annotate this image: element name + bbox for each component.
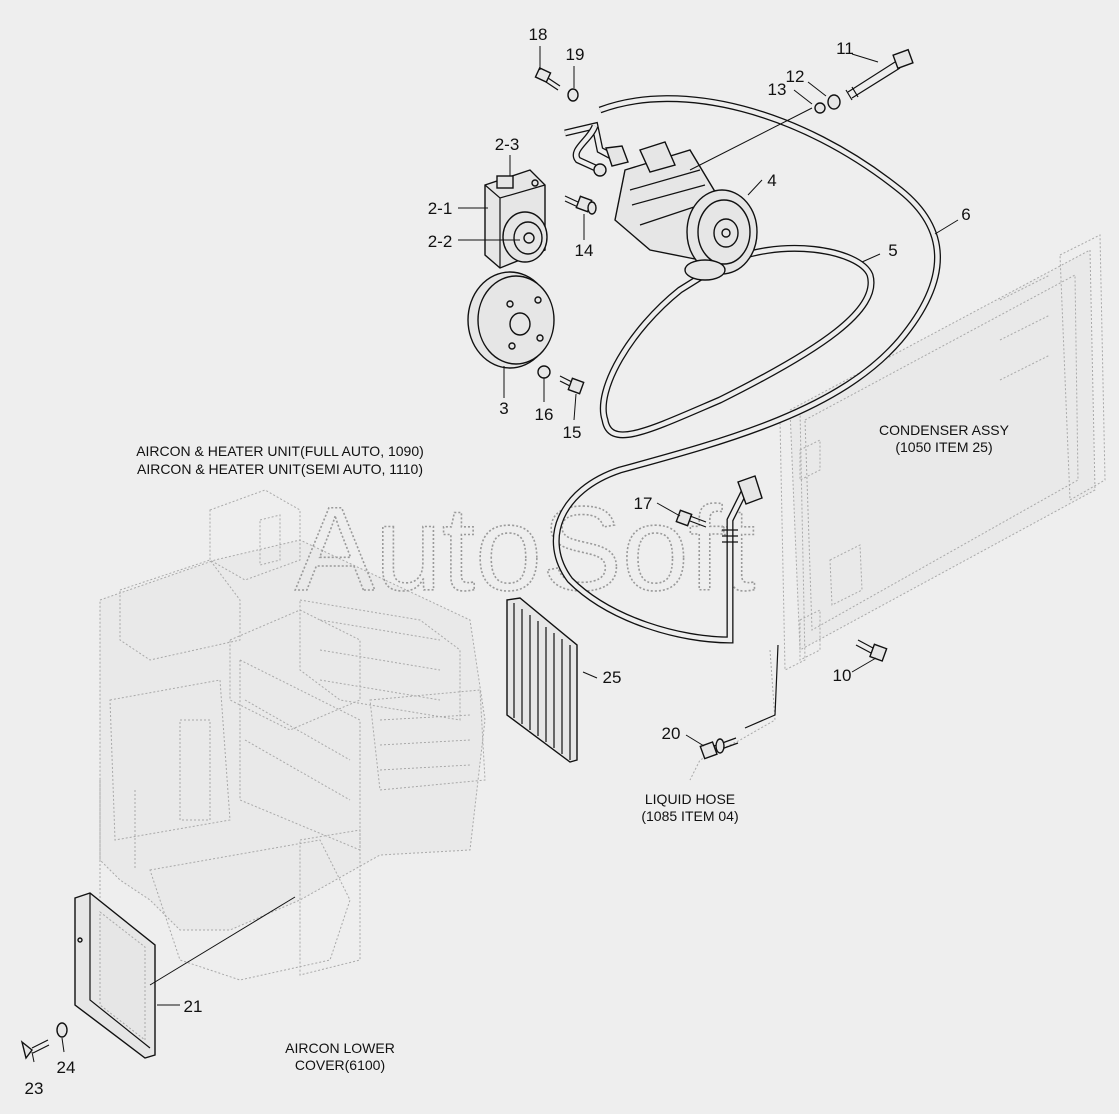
note-liquid-hose-line2: (1085 ITEM 04): [641, 808, 738, 824]
belt-6: [552, 95, 941, 644]
callout-2-3: 2-3: [495, 135, 520, 154]
bolt-10: [855, 639, 888, 662]
callout-2-2: 2-2: [428, 232, 453, 251]
callout-18: 18: [529, 25, 548, 44]
washer-19: [567, 88, 579, 102]
bolt-17: [675, 509, 707, 528]
callout-17: 17: [634, 494, 653, 513]
washer-16: [537, 365, 551, 379]
washer-24: [56, 1022, 68, 1038]
belt-5: [599, 244, 875, 439]
callout-11: 11: [836, 39, 854, 58]
note-condenser-line1: CONDENSER ASSY: [879, 422, 1010, 438]
compressor: [614, 141, 758, 281]
callout-15: 15: [563, 423, 582, 442]
bolt-23: [20, 1039, 50, 1060]
idler-assembly: [484, 169, 548, 269]
filter-25: [506, 597, 578, 763]
callout-20: 20: [662, 724, 681, 743]
callout-19: 19: [566, 45, 585, 64]
leader-lines: [31, 46, 959, 1063]
callout-4: 4: [767, 171, 776, 190]
bolt-18: [534, 67, 561, 91]
callout-16: 16: [535, 405, 554, 424]
note-aircon-heater-full: AIRCON & HEATER UNIT(FULL AUTO, 1090): [136, 443, 424, 459]
watermark: AutoSoft: [295, 482, 755, 616]
bolt-20: [699, 737, 739, 760]
liquid-hose-line: [744, 644, 779, 729]
lower-cover-21: [74, 892, 156, 1059]
bolt-14: [564, 195, 597, 215]
note-condenser-line2: (1050 ITEM 25): [895, 439, 992, 455]
aircon-heater-unit-ghost: [99, 489, 486, 981]
callout-2-1: 2-1: [428, 199, 453, 218]
callout-14: 14: [575, 241, 594, 260]
pipe-17: [722, 475, 763, 580]
callout-6: 6: [961, 205, 970, 224]
callout-5: 5: [888, 241, 897, 260]
callout-23: 23: [25, 1079, 44, 1098]
bolt-15: [559, 375, 585, 395]
callout-3: 3: [499, 399, 508, 418]
note-lower-cover-line1: AIRCON LOWER: [285, 1040, 395, 1056]
washer-12: [827, 94, 841, 110]
callout-13: 13: [768, 80, 787, 99]
callout-25: 25: [603, 668, 622, 687]
note-lower-cover-line2: COVER(6100): [295, 1057, 385, 1073]
callout-24: 24: [57, 1058, 76, 1077]
callout-10: 10: [833, 666, 852, 685]
bolt-11: [845, 48, 914, 101]
liquid-hose-ghost: [689, 649, 776, 781]
pipe-bracket: [737, 475, 763, 505]
note-liquid-hose-line1: LIQUID HOSE: [645, 791, 735, 807]
washer-13: [814, 102, 826, 114]
note-aircon-heater-semi: AIRCON & HEATER UNIT(SEMI AUTO, 1110): [137, 461, 423, 477]
callout-21: 21: [184, 997, 203, 1016]
pipe-top: [564, 121, 629, 177]
callout-12: 12: [786, 67, 805, 86]
condenser-ghost: [779, 234, 1106, 671]
pulley-3: [467, 271, 555, 369]
